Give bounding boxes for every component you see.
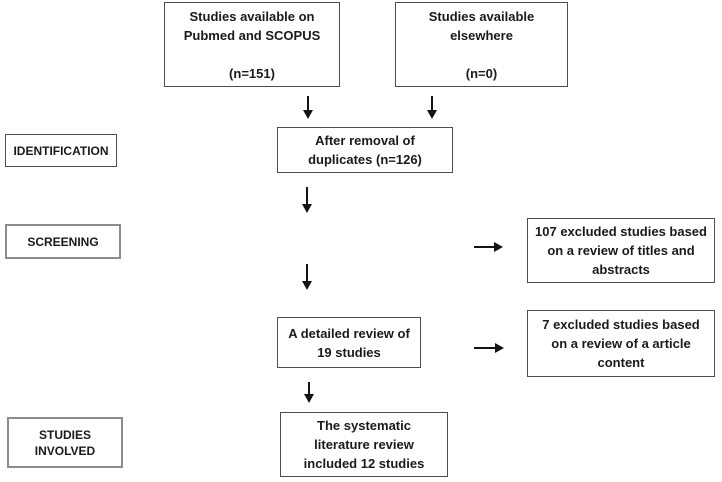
arrow-stem: [431, 96, 433, 110]
down-arrow-to-final-review-icon: [304, 382, 314, 403]
arrow-head: [495, 343, 504, 353]
arrow-head: [303, 110, 313, 119]
down-arrow-elsewhere-to-duplicates-icon: [427, 96, 437, 119]
right-arrow-to-excluded-titles-icon: [474, 242, 503, 252]
arrow-head: [302, 281, 312, 290]
right-arrow-to-excluded-content-icon: [474, 343, 504, 353]
arrow-stem: [306, 187, 308, 204]
box-after-duplicate-removal: After removal of duplicates (n=126): [277, 127, 453, 173]
arrow-head: [302, 204, 312, 213]
box-detailed-review: A detailed review of 19 studies: [277, 317, 421, 368]
box-studies-pubmed-scopus: Studies available on Pubmed and SCOPUS (…: [164, 2, 340, 87]
arrow-head: [494, 242, 503, 252]
box-excluded-titles-abstracts: 107 excluded studies based on a review o…: [527, 218, 715, 283]
box-excluded-article-content: 7 excluded studies based on a review of …: [527, 310, 715, 377]
arrow-stem: [474, 246, 494, 248]
arrow-head: [304, 394, 314, 403]
arrow-head: [427, 110, 437, 119]
box-studies-elsewhere: Studies available elsewhere (n=0): [395, 2, 568, 87]
down-arrow-to-detailed-review-icon: [302, 264, 312, 290]
arrow-stem: [474, 347, 495, 349]
stage-label-screening: SCREENING: [5, 224, 121, 259]
arrow-stem: [306, 264, 308, 281]
box-final-included-studies: The systematic literature review include…: [280, 412, 448, 477]
arrow-stem: [308, 382, 310, 394]
down-arrow-after-duplicates-icon: [302, 187, 312, 213]
arrow-stem: [307, 96, 309, 110]
down-arrow-pubmed-to-duplicates-icon: [303, 96, 313, 119]
stage-label-identification: IDENTIFICATION: [5, 134, 117, 167]
stage-label-studies-involved: STUDIES INVOLVED: [7, 417, 123, 468]
